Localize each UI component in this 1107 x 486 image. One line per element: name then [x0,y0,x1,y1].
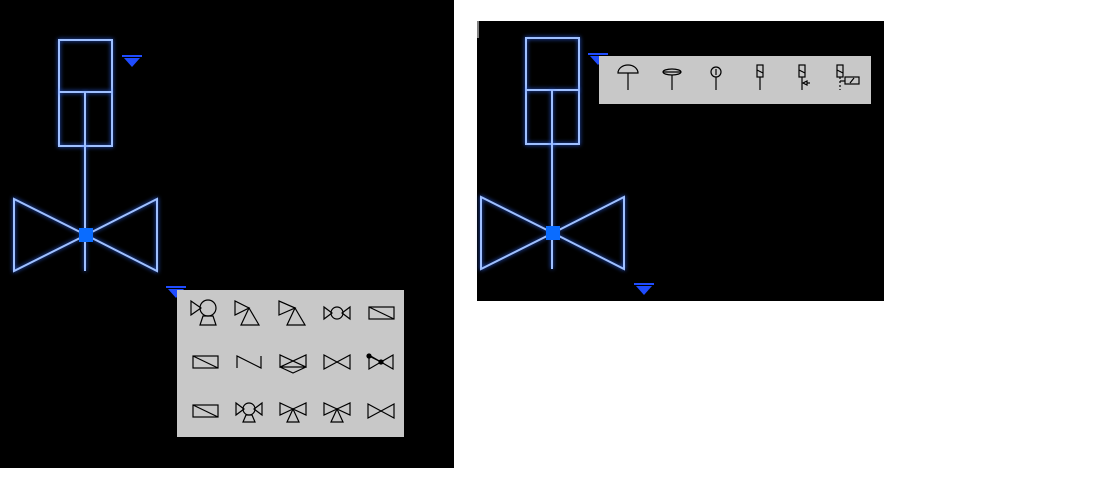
lookup-grip[interactable] [634,283,654,295]
three-way-valve-down-icon-2[interactable] [323,402,351,423]
base-point-grip[interactable] [546,226,560,240]
valve-body-left [480,195,556,271]
angle-ball-valve-icon[interactable] [190,299,217,326]
solenoid-actuator-icon[interactable] [756,64,764,90]
valve-body-right [83,197,158,273]
gate-valve-icon[interactable] [323,353,351,371]
solenoid-positioner-actuator-icon[interactable] [836,64,860,90]
motor-actuator-icon[interactable] [710,66,722,90]
angle-valve-actuated-icon[interactable] [278,300,307,326]
solenoid-manual-actuator-icon[interactable] [798,64,810,90]
globe-valve-icon[interactable] [367,402,395,420]
three-way-valve-down-icon[interactable] [279,402,307,423]
valve-body-left [13,197,89,273]
angle-valve-icon[interactable] [234,300,261,326]
left-lookup-popup[interactable] [177,290,404,437]
gate-slash-icon-2[interactable] [192,355,219,369]
butterfly-valve-icon[interactable] [366,353,394,371]
gate-slash-icon[interactable] [368,306,395,320]
ball-valve-icon[interactable] [323,305,351,321]
right-lookup-popup[interactable] [599,56,871,104]
valve-body-right [550,195,625,271]
diaphragm-actuator-flat-icon[interactable] [662,68,682,90]
slash-box-icon[interactable] [192,404,219,418]
diaphragm-actuator-icon[interactable] [617,64,639,90]
base-point-grip[interactable] [79,228,93,242]
right-valve-block[interactable] [480,37,654,295]
three-way-valve-icon[interactable] [279,354,307,374]
check-valve-icon[interactable] [236,355,262,369]
ball-valve-bottom-icon[interactable] [235,401,263,423]
lookup-grip[interactable] [122,55,142,67]
